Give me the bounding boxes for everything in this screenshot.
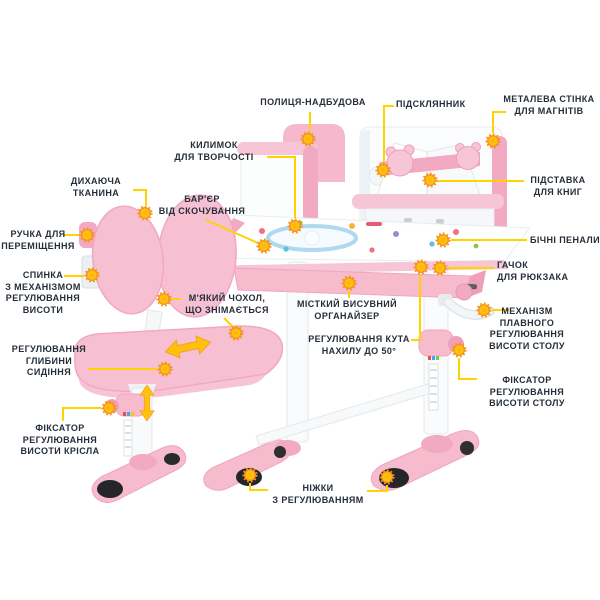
label-metal-wall: МЕТАЛЕВА СТІНКА ДЛЯ МАГНІТІВ (503, 94, 595, 116)
desk-leg-left (286, 261, 309, 443)
marker-chair-lock-sun-icon (101, 400, 117, 416)
marker-foot-right-sun-icon (379, 469, 395, 485)
support-hole (436, 219, 444, 224)
marker-cover-back-sun-icon (156, 291, 172, 307)
chair-foot-cap-rear (164, 453, 180, 465)
marker-seat-depth-sun-icon (157, 361, 173, 377)
chair-seat-front-edge (78, 374, 266, 399)
marker-tilt-sun-icon (413, 259, 429, 275)
leader-tilt (411, 275, 421, 341)
leader-chair-lock (62, 407, 101, 421)
marker-organizer-sun-icon (341, 275, 357, 291)
marker-backrest-sun-icon (84, 267, 100, 283)
hutch-top-cap (237, 142, 317, 155)
label-side-pencil-cases: БІЧНІ ПЕНАЛИ (530, 235, 600, 245)
desk-caster-left (274, 446, 286, 458)
desk-caster-right (460, 441, 474, 455)
marker-foot-left-sun-icon (242, 467, 258, 483)
label-shelf-superstructure: ПОЛИЦЯ-НАДБУДОВА (260, 97, 366, 107)
desk-side-panel (492, 136, 507, 250)
marker-pencil-cases-sun-icon (435, 232, 451, 248)
chair-seat (73, 325, 284, 393)
leader-feet-right (367, 485, 388, 492)
desk-height-clamp (418, 329, 454, 357)
label-cup-holder: ПІДСКЛЯННИК (396, 99, 466, 109)
backrest-left-lobe (91, 205, 165, 315)
label-carry-handle: РУЧКА ДЛЯ ПЕРЕМІЩЕННЯ (1, 229, 75, 251)
marker-book-stand-sun-icon (422, 172, 438, 188)
desk-crossbar (255, 383, 432, 446)
book-ledge (352, 194, 504, 209)
marker-metal-wall-sun-icon (485, 133, 501, 149)
marker-cupholder-sun-icon (375, 162, 391, 178)
marker-hook-sun-icon (432, 260, 448, 276)
leader-mat (267, 156, 296, 218)
chair-scale-ticks (125, 425, 131, 448)
leader-fabric (133, 189, 147, 205)
label-desk-height-lock: ФІКСАТОР РЕГУЛЮВАННЯ ВИСОТИ СТОЛУ (489, 375, 565, 408)
marker-barrier-sun-icon (256, 238, 272, 254)
leader-desk-lock (458, 358, 477, 380)
mat-doodles (259, 220, 479, 253)
label-backrest-mechanism: СПИНКА З МЕХАНІЗМОМ РЕГУЛЮВАННЯ ВИСОТИ (5, 270, 81, 315)
marker-mat-sun-icon (287, 218, 303, 234)
desk-logo-sticker (428, 356, 439, 360)
chair-foot-cap-front (97, 480, 123, 498)
book-clip-right (455, 142, 481, 170)
leader-barrier (205, 219, 259, 244)
support-hole (404, 218, 412, 223)
desk-foot-right-joint (421, 435, 453, 453)
magnet-wall-shade (361, 130, 370, 230)
desk-scale-ticks (430, 369, 437, 403)
marker-shelf-sun-icon (300, 131, 316, 147)
label-book-stand: ПІДСТАВКА ДЛЯ КНИГ (530, 175, 586, 197)
marker-handle-sun-icon (79, 227, 95, 243)
label-chair-height-lock: ФІКСАТОР РЕГУЛЮВАННЯ ВИСОТИ КРІСЛА (20, 423, 100, 456)
label-drawer-organizer: МІСТКИЙ ВИСУВНИЙ ОРГАНАЙЗЕР (297, 299, 397, 321)
label-backpack-hook: ГАЧОК ДЛЯ РЮКЗАКА (497, 260, 569, 282)
marker-cover-seat-sun-icon (228, 325, 244, 341)
leader-cover-seat (223, 317, 234, 328)
leader-metal-wall (492, 111, 506, 133)
label-seat-depth: РЕГУЛЮВАННЯ ГЛИБИНИ СИДІННЯ (11, 344, 87, 377)
book-clip-left (385, 144, 415, 177)
marker-desk-lock-sun-icon (451, 342, 467, 358)
label-crank-mechanism: МЕХАНІЗМ ПЛАВНОГО РЕГУЛЮВАННЯ ВИСОТИ СТО… (489, 306, 565, 351)
chair-scale-sticker (123, 419, 133, 457)
label-roll-off-barrier: БАР'ЄР ВІД СКОЧУВАННЯ (158, 194, 246, 216)
desk-scale-sticker (428, 363, 439, 411)
label-breathable-fabric: ДИХАЮЧА ТКАНИНА (70, 176, 122, 198)
leader-cupholder (383, 105, 394, 162)
label-tilt-adjustment: РЕГУЛЮВАННЯ КУТА НАХИЛУ ДО 50° (308, 334, 410, 356)
label-creativity-mat: КИЛИМОК ДЛЯ ТВОРЧОСТІ (174, 140, 254, 162)
leader-lines (62, 105, 527, 492)
chair-logo-sticker (123, 412, 134, 416)
leader-feet-left (249, 483, 268, 491)
chair (73, 194, 284, 503)
chair-foot-joint (129, 454, 157, 470)
crank-knob (455, 283, 473, 301)
label-adjustable-feet: НІЖКИ З РЕГУЛЮВАННЯМ (272, 483, 364, 505)
label-soft-cover: М'ЯКИЙ ЧОХОЛ, ЩО ЗНІМАЄТЬСЯ (185, 293, 269, 315)
